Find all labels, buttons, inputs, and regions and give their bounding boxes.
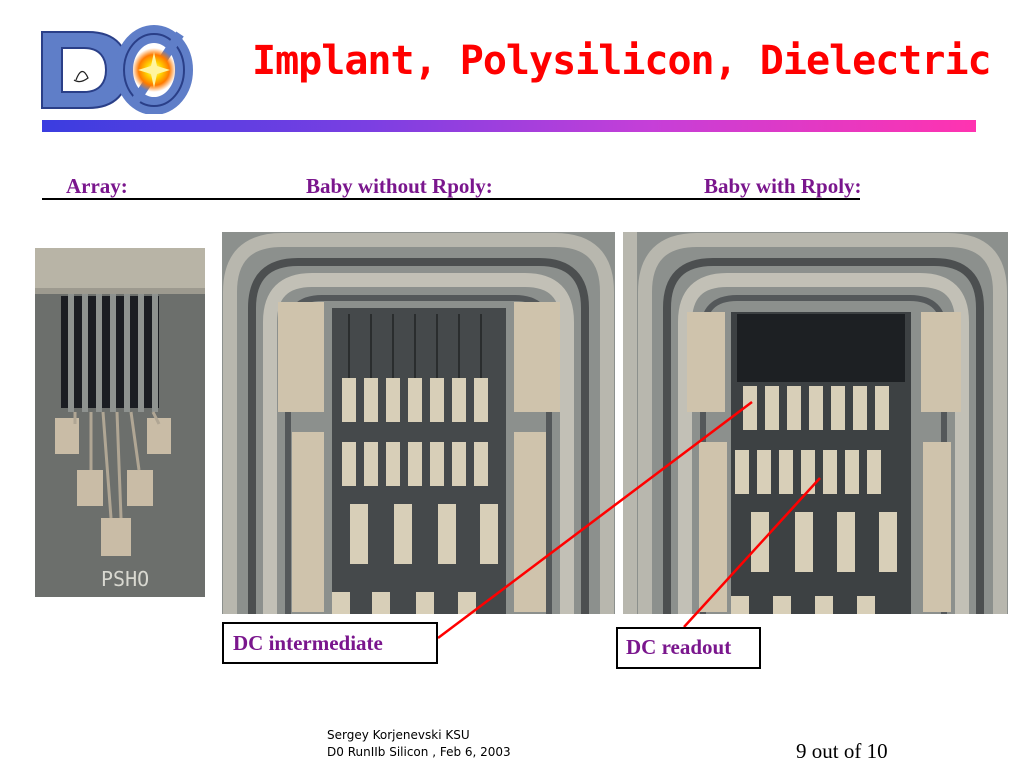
array-micrograph: PSHO xyxy=(35,248,205,597)
header-array: Array: xyxy=(66,174,128,198)
baby-without-rpoly-micrograph xyxy=(222,232,615,614)
array-strips xyxy=(68,294,158,412)
header-underline xyxy=(42,198,860,200)
title-gradient-rule xyxy=(42,120,976,132)
slide-title: Implant, Polysilicon, Dielectric xyxy=(252,38,992,84)
header-baby-without-rpoly: Baby without Rpoly: xyxy=(306,174,493,198)
footer-event: D0 RunIIb Silicon , Feb 6, 2003 xyxy=(327,745,511,759)
footer-author: Sergey Korjenevski KSU xyxy=(327,728,470,742)
header-baby-with-rpoly: Baby with Rpoly: xyxy=(704,174,862,198)
callout-dc-readout: DC readout xyxy=(616,627,761,669)
d0-logo xyxy=(36,24,200,115)
baby-with-rpoly-micrograph xyxy=(623,232,1008,614)
page-number: 9 out of 10 xyxy=(796,739,888,763)
callout-dc-intermediate: DC intermediate xyxy=(222,622,438,664)
footer-credit: Sergey Korjenevski KSU D0 RunIIb Silicon… xyxy=(327,727,511,761)
array-engraving: PSHO xyxy=(101,567,149,591)
